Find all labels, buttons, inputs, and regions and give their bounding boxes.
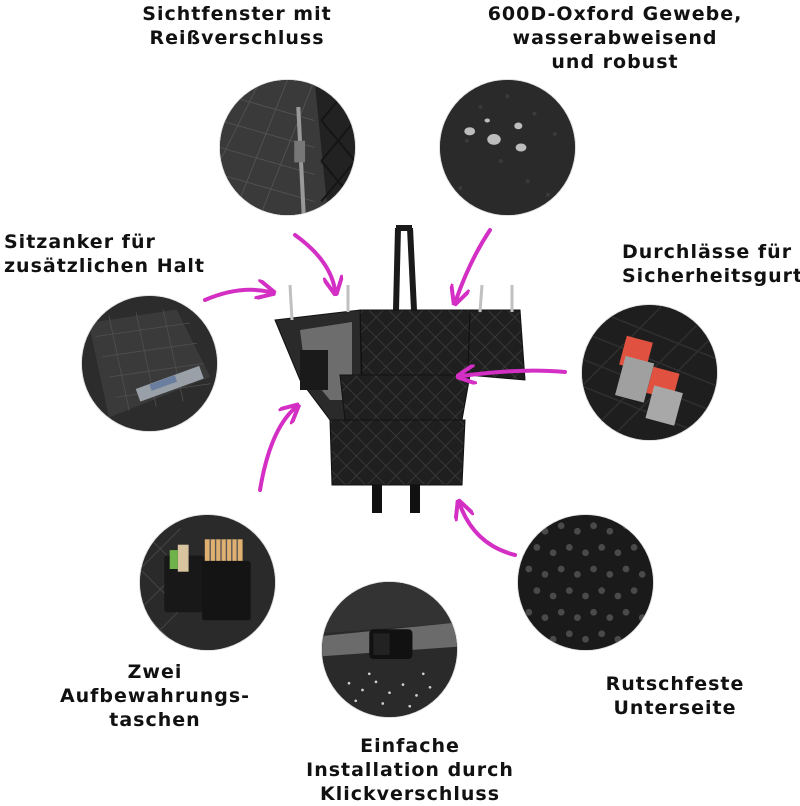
click-buckle-image — [322, 582, 457, 717]
dog-seat-hammock-image — [274, 225, 526, 513]
arrows — [203, 228, 567, 557]
label-pockets: Zwei Aufbewahrungs- taschen — [59, 661, 251, 731]
rubber-dots-image — [518, 515, 653, 650]
label-nonslip: Rutschfeste Unterseite — [605, 673, 745, 719]
label-anchor: Sitzanker für zusätzlichen Halt — [4, 231, 206, 277]
seatbelt-slot-image — [582, 305, 717, 440]
storage-pockets-image — [140, 515, 275, 650]
label-window: Sichtfenster mit Reißverschluss — [142, 3, 332, 49]
zipper-window-image — [220, 80, 355, 215]
label-belt: Durchlässe für Sicherheitsgurt — [622, 241, 800, 287]
seat-anchor-image — [82, 296, 217, 431]
label-fabric: 600D-Oxford Gewebe, wasserabweisend und … — [487, 3, 743, 73]
label-buckle: Einfache Installation durch Klickverschl… — [306, 735, 514, 805]
water-droplets-fabric-image — [440, 80, 575, 215]
